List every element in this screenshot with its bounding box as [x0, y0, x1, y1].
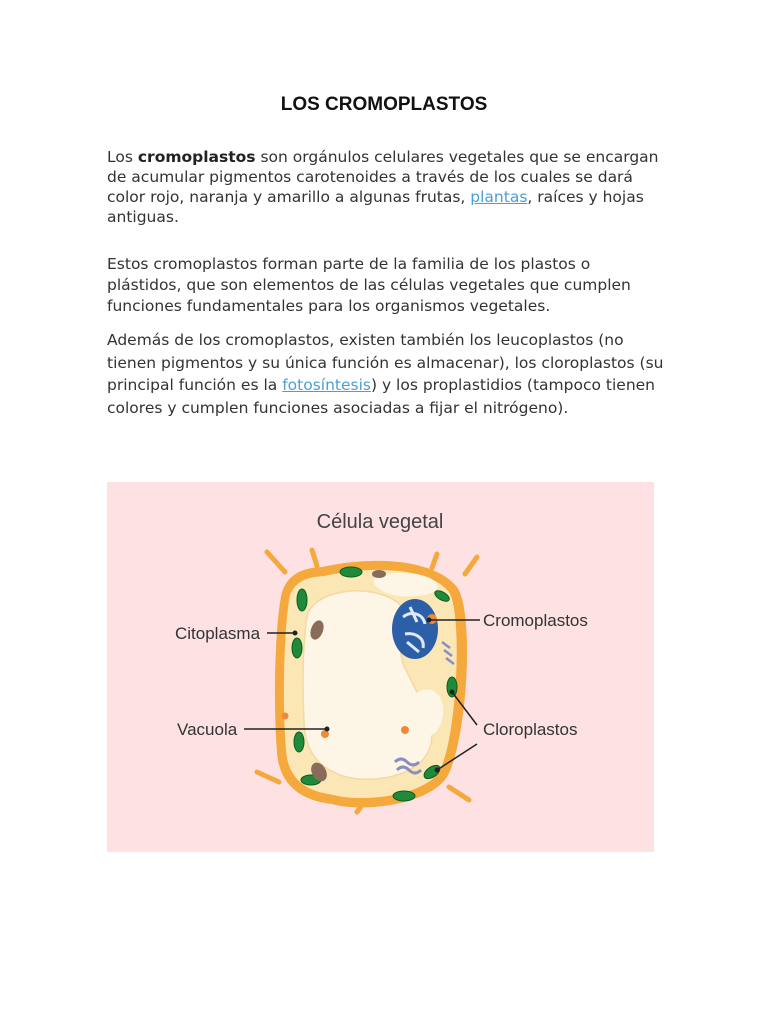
paragraph-family: Estos cromoplastos forman parte de la fa…: [107, 255, 631, 315]
page-title: LOS CROMOPLASTOS: [280, 94, 488, 115]
paragraph-intro: Los cromoplastos son orgánulos celulares…: [107, 148, 659, 226]
label-citoplasma: Citoplasma: [175, 624, 261, 643]
small-vacuole-top: [373, 572, 438, 597]
cell-wall-fibers: [254, 547, 480, 815]
link-fotosintesis[interactable]: fotosíntesis: [282, 376, 371, 394]
organelles: [281, 570, 455, 782]
chloroplasts: [291, 566, 458, 802]
figure-title: Célula vegetal: [317, 511, 444, 533]
term-cromoplastos: cromoplastos: [137, 148, 256, 166]
plant-cell-diagram: Célula vegetal: [175, 511, 588, 815]
small-vacuole: [406, 689, 444, 738]
label-cromoplastos: Cromoplastos: [483, 611, 588, 630]
plant-cell-figure: Célula vegetal: [107, 482, 654, 852]
label-lines: [244, 619, 480, 771]
nucleus: [392, 599, 438, 659]
paragraph-other-plastids: Además de los cromoplastos, existen tamb…: [107, 331, 664, 417]
link-plantas[interactable]: plantas: [470, 188, 528, 206]
label-cloroplastos: Cloroplastos: [483, 720, 578, 739]
label-dots: [292, 617, 455, 773]
label-vacuola: Vacuola: [177, 720, 238, 739]
